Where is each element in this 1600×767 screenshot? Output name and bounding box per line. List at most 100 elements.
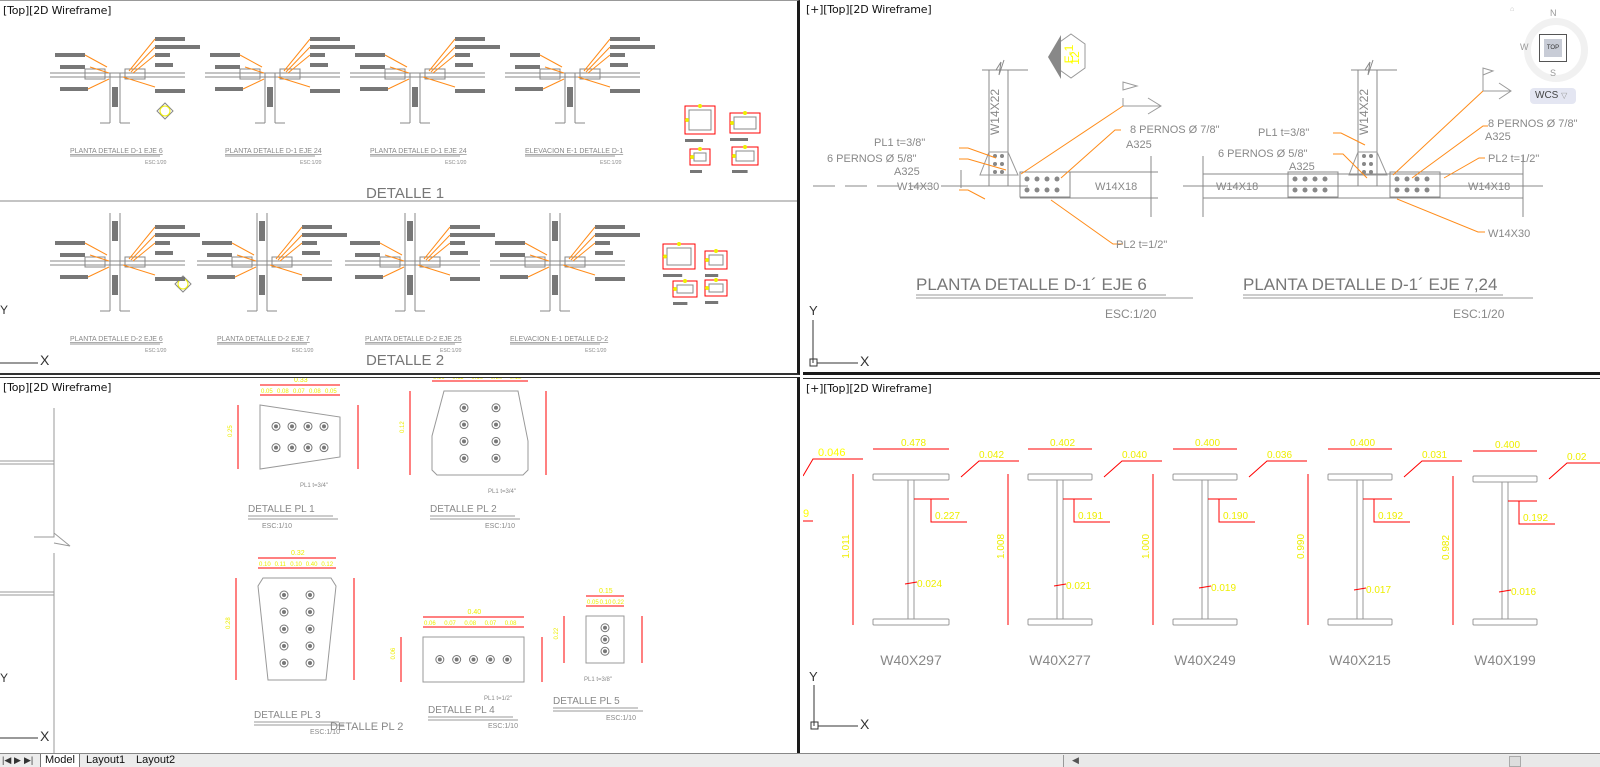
scroll-thumb[interactable] <box>1509 756 1521 767</box>
first-tab-icon[interactable]: |◀ <box>2 755 12 765</box>
bolt-hole <box>469 655 478 664</box>
drawing-scale: ESC:1/20 <box>440 348 462 354</box>
drawing-geometry <box>422 636 525 683</box>
drawing-geometry <box>585 615 625 664</box>
dim-tw: 0.024 <box>917 579 942 590</box>
drawing-geometry <box>1172 618 1238 626</box>
drawing-geometry <box>274 445 278 450</box>
plate-thickness: PL1 t=3/4" <box>488 489 516 495</box>
dim-text: 0.10 <box>471 378 483 381</box>
dim-text: 0.08 <box>464 621 476 627</box>
viewcube-compass-ring[interactable] <box>1524 18 1588 82</box>
section-title-detalle-2: DETALLE 2 <box>366 352 444 369</box>
drawing-geometry <box>308 627 312 631</box>
drawing-geometry <box>155 53 170 57</box>
horizontal-scrollbar[interactable]: ◀ <box>1063 755 1600 767</box>
drawing-geometry <box>683 279 687 283</box>
drawing-geometry <box>234 266 257 278</box>
drawing-geometry <box>733 116 757 130</box>
tab-layout1[interactable]: Layout1 <box>86 754 126 766</box>
drawing-geometry <box>595 225 625 229</box>
bolt-hole <box>491 420 501 430</box>
drawing-geometry <box>510 53 540 57</box>
drawing-geometry <box>350 241 380 245</box>
drawing-geometry <box>450 233 495 237</box>
drawing-geometry <box>1292 176 1430 193</box>
drawing-geometry <box>1024 187 1030 193</box>
bolt-hole <box>279 607 289 617</box>
drawing-geometry <box>279 68 301 80</box>
drawing-geometry <box>210 53 240 57</box>
viewcube-top-face[interactable]: TOP <box>1544 39 1562 57</box>
viewport-label[interactable]: [+][Top][2D Wireframe] <box>806 3 932 16</box>
drawing-geometry <box>155 277 185 281</box>
drawing-geometry <box>1322 176 1328 182</box>
bolt-hole <box>491 453 501 463</box>
ucs-icon: X Y <box>809 669 870 732</box>
bolt-hole <box>319 421 329 431</box>
drawing-geometry <box>242 78 265 90</box>
drawing-geometry <box>437 657 442 662</box>
viewport-top-left[interactable]: [Top][2D Wireframe] PLANTA DETALLE D-1 E… <box>0 0 800 375</box>
compass-north[interactable]: N <box>1550 8 1557 18</box>
drawing-geometry <box>1248 460 1307 478</box>
wcs-menu-button[interactable]: WCS ▽ <box>1530 88 1576 104</box>
home-icon[interactable]: ⌂ <box>1510 6 1515 13</box>
section-name: W40X199 <box>1474 652 1536 668</box>
viewport-label[interactable]: [Top][2D Wireframe] <box>3 4 112 17</box>
tab-model[interactable]: Model <box>40 754 80 767</box>
dim-bf: 0.400 <box>1495 440 1520 451</box>
prev-tab-icon[interactable]: ▶ <box>14 755 21 765</box>
bolt-hole <box>303 443 313 453</box>
drawing-geometry <box>308 661 312 665</box>
tab-layout2[interactable]: Layout2 <box>136 754 176 766</box>
viewcube[interactable]: ⌂ N W S TOP WCS ▽ <box>1506 6 1596 106</box>
drawing-geometry <box>1424 176 1430 182</box>
drawing-geometry <box>87 266 110 278</box>
dim-d: 1.000 <box>1141 534 1152 559</box>
drawing-geometry <box>302 233 347 237</box>
dim-tw: 0.016 <box>1511 587 1536 598</box>
viewport-label[interactable]: [+][Top][2D Wireframe] <box>806 382 932 395</box>
drawing-geometry <box>1362 154 1373 174</box>
drawing-geometry <box>87 78 110 90</box>
drawing-geometry <box>155 45 200 49</box>
viewcube-face[interactable]: TOP <box>1539 34 1567 62</box>
viewport-top-right[interactable]: [+][Top][2D Wireframe] E-1 12 W14X22 <box>803 0 1600 375</box>
drawing-title: ELEVACION E-1 DETALLE D-2 <box>510 336 608 343</box>
dim-k: 0.190 <box>1223 511 1248 522</box>
drawing-eje-7-24: W14X22 W14X18 W14X18 <box>1183 59 1578 321</box>
viewport-label[interactable]: [Top][2D Wireframe] <box>3 381 112 394</box>
drawing-geometry <box>277 234 303 261</box>
drawing-geometry <box>732 170 748 173</box>
dim-d: 0.982 <box>1441 535 1452 560</box>
ucs-x-label: X <box>860 353 870 369</box>
drawing-geometry <box>257 577 337 681</box>
drawing-geometry <box>1414 176 1420 182</box>
section-name: W40X297 <box>880 652 942 668</box>
drawing-geometry <box>407 221 413 241</box>
drawing-geometry <box>1396 198 1485 233</box>
drawing-geometry <box>1424 187 1430 193</box>
drawing-geometry <box>215 87 243 91</box>
drawing-geometry <box>1348 151 1388 176</box>
scroll-left-icon[interactable]: ◀ <box>1072 755 1079 765</box>
last-tab-icon[interactable]: ▶| <box>24 755 34 765</box>
drawing-geometry <box>259 221 265 241</box>
drawing-title: ELEVACION E-1 DETALLE D-1 <box>525 148 623 155</box>
dim-text: 0.10 <box>600 600 612 606</box>
note-w14x30: W14X30 <box>1488 228 1530 240</box>
drawing-geometry <box>423 226 451 260</box>
drawing-geometry <box>236 254 257 262</box>
beam-right-label: W14X18 <box>1468 181 1510 193</box>
drawing-geometry <box>587 54 611 74</box>
drawing-geometry <box>422 76 456 88</box>
dim-text: 0.40 <box>468 609 482 616</box>
compass-west[interactable]: W <box>1520 42 1529 52</box>
drawing-scale: ESC:1/20 <box>145 348 167 354</box>
compass-south[interactable]: S <box>1550 68 1557 78</box>
